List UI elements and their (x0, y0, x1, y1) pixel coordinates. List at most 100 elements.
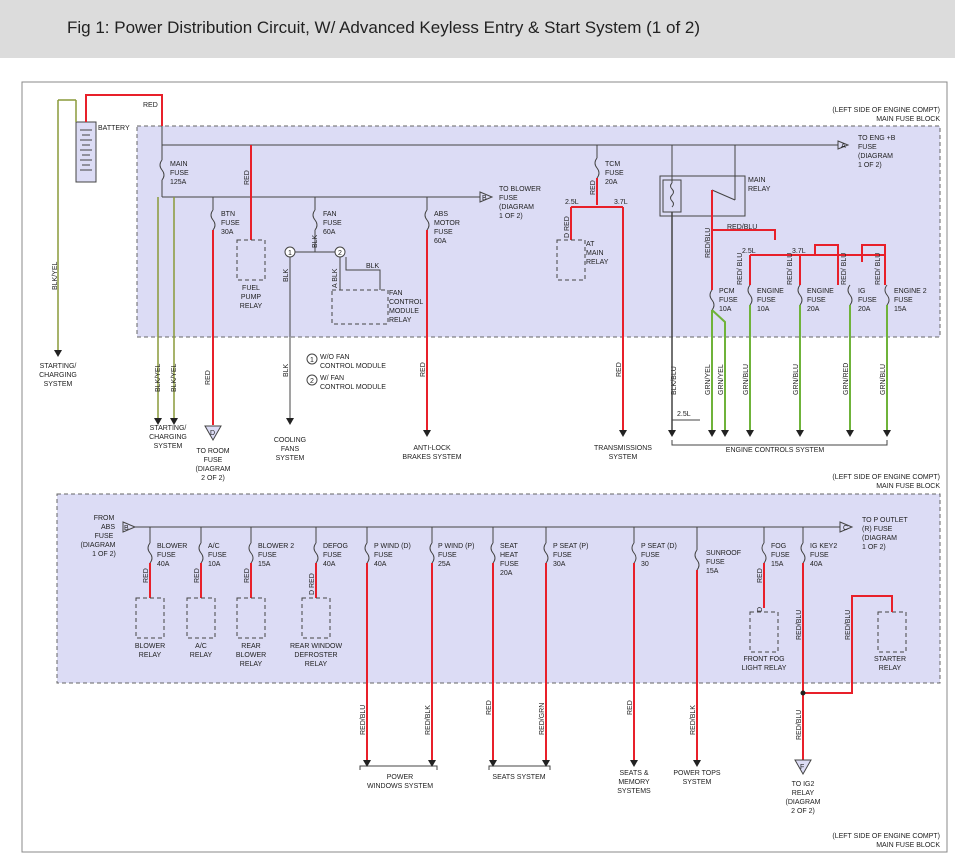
abs-fuse-1: ABS (434, 211, 448, 218)
red-blu-2: RED/ BLU (787, 253, 794, 285)
top-fuse-block (136, 125, 941, 338)
abs-fuse-3: FUSE (434, 229, 453, 236)
engine-fuse-a-2: FUSE (757, 297, 776, 304)
engine2-fuse-2: FUSE (894, 297, 913, 304)
blk-cool: BLK (283, 268, 290, 282)
wire-label-6: RED/BLK (690, 705, 697, 735)
blower-fuse-2: FUSE (157, 552, 176, 559)
rear-window-1: REAR WINDOW (290, 643, 343, 650)
circle-1-text: 1 (288, 250, 292, 257)
blk-a: A BLK (332, 268, 339, 288)
from-abs-5: 1 OF 2) (92, 551, 116, 558)
diagram-frame (21, 81, 948, 853)
starting-mid-1: STARTING/ (150, 425, 187, 432)
starting-left-3: SYSTEM (44, 381, 73, 388)
legend1: W/O FAN (320, 354, 350, 361)
red-blu-3: RED/ BLU (841, 253, 848, 285)
seat-heat-3: FUSE (500, 561, 519, 568)
tcm-fuse-1: TCM (605, 161, 620, 168)
wire-label-1: RED/BLU (360, 705, 367, 735)
pseat-p-1: P SEAT (P) (553, 543, 588, 550)
seats-memory-1: SEATS & (619, 770, 648, 777)
location-line2: MAIN FUSE BLOCK (876, 116, 940, 123)
rear-blower-1: REAR (241, 643, 260, 650)
ig-fuse-1: IG (858, 288, 865, 295)
abs-fuse-4: 60A (434, 238, 447, 245)
to-p-4: 1 OF 2) (862, 544, 886, 551)
transmissions-1: TRANSMISSIONS (594, 445, 652, 452)
seats-bracket (488, 765, 551, 770)
fog-fuse-1: FOG (771, 543, 786, 550)
blower-relay (135, 597, 165, 639)
fan-control-3: MODULE (389, 308, 419, 315)
seats-memory-3: SYSTEMS (617, 788, 651, 795)
main-fuse-2: FUSE (170, 170, 189, 177)
blower2-fuse-1: BLOWER 2 (258, 543, 294, 550)
to-ig2-4: 2 OF 2) (791, 808, 815, 815)
blower-fuse-3: 40A (157, 561, 170, 568)
footer2: MAIN FUSE BLOCK (876, 842, 940, 849)
from-abs-2: ABS (101, 524, 115, 531)
page-title: Fig 1: Power Distribution Circuit, W/ Ad… (67, 18, 701, 37)
igkey2-1: IG KEY2 (810, 543, 837, 550)
to-ig2-connector: F (800, 764, 804, 771)
pwind-d-3: 40A (374, 561, 387, 568)
pwind-d-1: P WIND (D) (374, 543, 411, 550)
eng-37l: 3.7L (614, 199, 628, 206)
tcm-fuse-2: FUSE (605, 170, 624, 177)
main-fuse-1: MAIN (170, 161, 188, 168)
to-blower-connector: B (482, 195, 487, 202)
fuel-pump-3: RELAY (240, 303, 263, 310)
blower-fuse-1: BLOWER (157, 543, 187, 550)
defog-fuse-3: 40A (323, 561, 336, 568)
seat-heat-1: SEAT (500, 543, 518, 550)
engine-controls-bracket (671, 440, 888, 446)
eng25-b: 2.5L (742, 248, 756, 255)
btn-fuse-1: BTN (221, 211, 235, 218)
to-eng-b-1: TO ENG +B (858, 135, 896, 142)
red-blu-ig: RED/BLU (796, 610, 803, 640)
engine-fuse-b-2: FUSE (807, 297, 826, 304)
grn-blu-2: GRN/BLU (793, 364, 800, 395)
wire-label-7: RED/BLU (796, 710, 803, 740)
red-room: RED (205, 370, 212, 385)
rear-blower-2: BLOWER (236, 652, 266, 659)
pseat-d-2: FUSE (641, 552, 660, 559)
fan-control-relay (331, 289, 389, 325)
pwind-p-2: FUSE (438, 552, 457, 559)
blkyel-1: BLK/YEL (155, 363, 162, 392)
blower2-fuse-2: FUSE (258, 552, 277, 559)
engine-fuse-b-3: 20A (807, 306, 820, 313)
defog-fuse-2: FUSE (323, 552, 342, 559)
engine-fuse-a-3: 10A (757, 306, 770, 313)
power-windows-bracket (359, 765, 438, 770)
to-p-2: (R) FUSE (862, 526, 893, 533)
ac-relay-2: RELAY (190, 652, 213, 659)
footer1: (LEFT SIDE OF ENGINE COMPT) (832, 833, 940, 840)
starting-mid-3: SYSTEM (154, 443, 183, 450)
grn-blu-1: GRN/BLU (743, 364, 750, 395)
red-blu-relay: RED/BLU (727, 224, 757, 231)
blkyel-left-label: BLK/YEL (52, 261, 59, 290)
red3: RED (244, 568, 251, 583)
fog-fuse-3: 15A (771, 561, 784, 568)
pseat-p-3: 30A (553, 561, 566, 568)
transmissions-2: SYSTEM (609, 454, 638, 461)
bottom-location2: MAIN FUSE BLOCK (876, 483, 940, 490)
battery-label: BATTERY (98, 125, 130, 132)
starting-left-2: CHARGING (39, 372, 77, 379)
red-blu-main: RED/BLU (705, 228, 712, 258)
igkey2-3: 40A (810, 561, 823, 568)
pwind-p-1: P WIND (P) (438, 543, 474, 550)
legend-circle-2: 2 (310, 378, 314, 385)
front-fog-2: LIGHT RELAY (742, 665, 787, 672)
main-relay (659, 175, 746, 217)
location-line1: (LEFT SIDE OF ENGINE COMPT) (832, 107, 940, 114)
wire-label-5: RED (627, 700, 634, 715)
ac-fuse-1: A/C (208, 543, 220, 550)
btn-fuse-3: 30A (221, 229, 234, 236)
rear-blower-3: RELAY (240, 661, 263, 668)
seat-heat-4: 20A (500, 570, 513, 577)
main-relay-1: MAIN (748, 177, 766, 184)
from-abs-4: (DIAGRAM (81, 542, 116, 549)
